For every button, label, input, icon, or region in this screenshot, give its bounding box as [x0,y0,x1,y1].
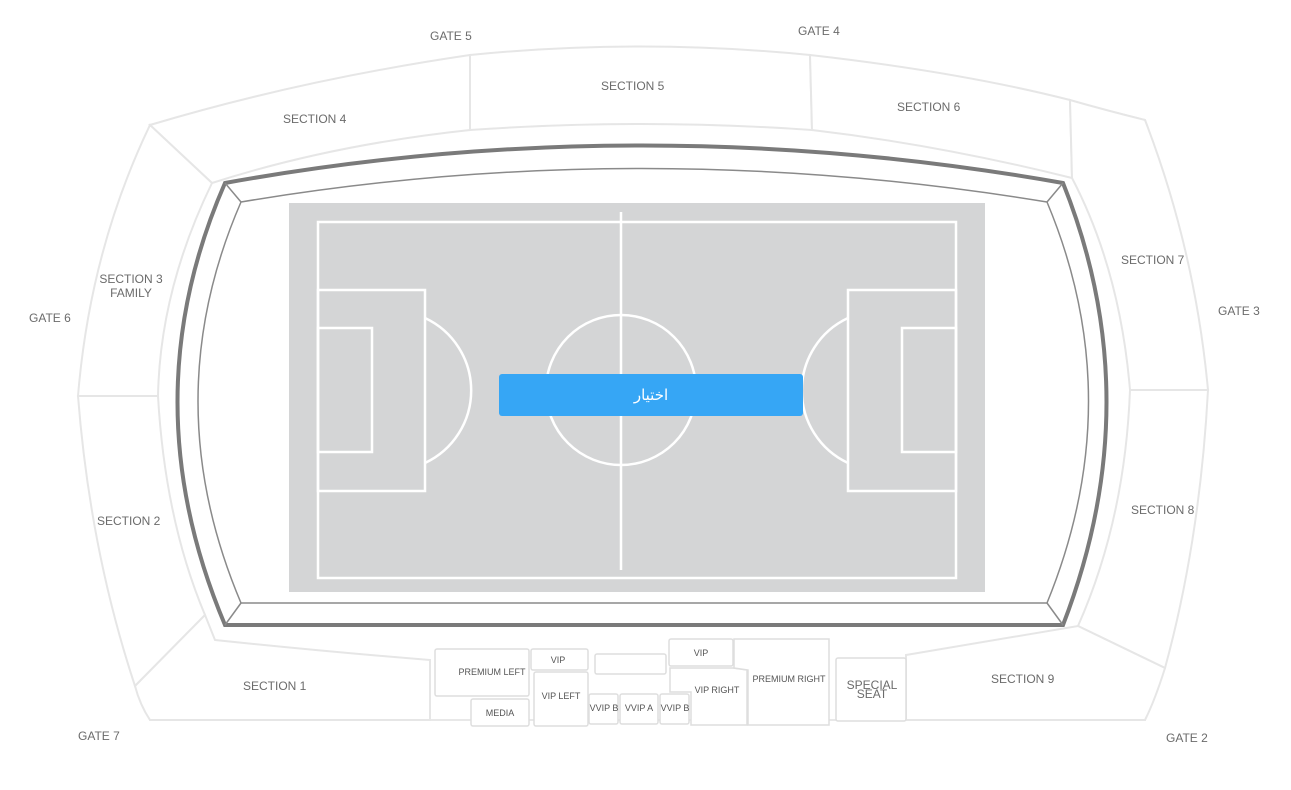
gate-4-label: GATE 4 [798,24,840,38]
premium-left-box[interactable] [434,648,530,697]
section-1[interactable] [133,613,431,721]
gate-6-label: GATE 6 [29,311,71,325]
vvip-a-box[interactable] [619,693,659,725]
section-3-label: SECTION 3 [99,272,163,286]
vip-top-left-label: VIP [551,655,566,665]
gate-3-label: GATE 3 [1218,304,1260,318]
special-seat-label: SPECIAL [847,678,898,692]
vvip-a-label: VVIP A [625,703,653,713]
vip-right-label: VIP RIGHT [695,685,740,695]
section-7-label: SECTION 7 [1121,253,1185,267]
vip-top-left-box[interactable] [530,648,589,671]
vip-left-box[interactable] [533,671,589,727]
vvip-b-left-box[interactable] [588,693,619,725]
section-3-family-label: FAMILY [110,286,152,300]
premium-right-label: PREMIUM RIGHT [753,674,827,684]
vvip-b-left-label: VVIP B [590,703,619,713]
gate-5-label: GATE 5 [430,29,472,43]
section-4-label: SECTION 4 [283,112,347,126]
gate-7-label: GATE 7 [78,729,120,743]
section-1-label: SECTION 1 [243,679,307,693]
vip-top-right-label: VIP [694,648,709,658]
gate-2-label: GATE 2 [1166,731,1208,745]
section-5-label: SECTION 5 [601,79,665,93]
media-label: MEDIA [486,708,515,718]
vvip-b-right-label: VVIP B [661,703,690,713]
section-7[interactable] [1068,98,1210,391]
premium-right-box[interactable] [733,638,830,726]
vip-top-right-box[interactable] [668,638,734,667]
section-9[interactable] [905,624,1167,721]
vvip-b-right-box[interactable] [659,693,690,725]
vip-left-label: VIP LEFT [542,691,581,701]
special-seat-label-2: SEAT [857,687,888,701]
premium-left-label: PREMIUM LEFT [458,667,526,677]
center-box[interactable] [594,653,667,675]
section-6-label: SECTION 6 [897,100,961,114]
section-8-label: SECTION 8 [1131,503,1195,517]
select-button[interactable]: اختيار [499,374,803,416]
section-9-label: SECTION 9 [991,672,1055,686]
media-box[interactable] [470,698,530,727]
special-seat-box[interactable] [835,657,907,722]
section-2-label: SECTION 2 [97,514,161,528]
